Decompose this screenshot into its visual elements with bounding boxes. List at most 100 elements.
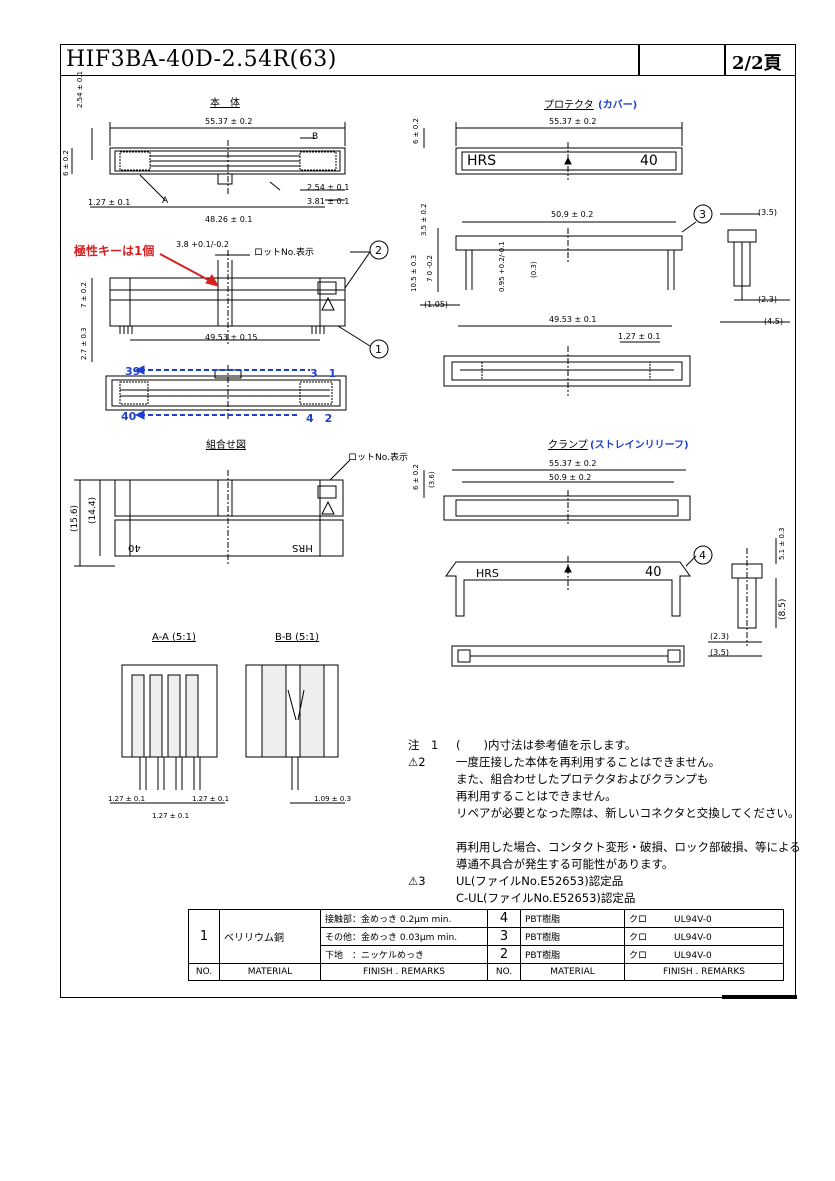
dim-p-6: 6 ± 0.2 xyxy=(412,118,420,144)
header-no: NO. xyxy=(188,963,220,981)
protector-top-view xyxy=(423,122,683,180)
header-no: NO. xyxy=(487,963,521,981)
header-material: MATERIAL xyxy=(520,963,625,981)
section-title-a: A-A (5:1) xyxy=(152,632,196,643)
dim-c-3-6: (3.6) xyxy=(428,471,436,488)
material-cell: PBT樹脂 xyxy=(520,909,625,928)
dim-3-81: 3.81 ± 0.1 xyxy=(307,197,350,206)
dim-14-4: (14.4) xyxy=(88,496,98,524)
part-number-title: HIF3BA-40D-2.54R(63) xyxy=(66,47,337,72)
part-number-cell: 2 xyxy=(487,945,521,964)
material-cell: PBT樹脂 xyxy=(520,927,625,946)
body-front-view xyxy=(91,250,371,362)
dim-c-6: 6 ± 0.2 xyxy=(412,464,420,490)
dim-48-26: 48.26 ± 0.1 xyxy=(205,215,253,224)
finish-cell: クロ UL94V-0 xyxy=(624,927,784,946)
polarity-key-note: 極性キーは1個 xyxy=(74,244,155,258)
view-title-assembly: 組合せ図 xyxy=(206,440,246,451)
dim-s-1-27b: 1.27 ± 0.1 xyxy=(192,795,230,803)
dim-c-2-3: (2.3) xyxy=(710,632,729,641)
lot-number-label: ロットNo.表示 xyxy=(254,248,314,258)
dim-2-54: 2.54 ± 0.1 xyxy=(76,70,84,108)
drawing-frame xyxy=(60,44,796,998)
clamp-bottom-view xyxy=(451,645,685,667)
finish-cell: クロ UL94V-0 xyxy=(624,945,784,964)
dim-2-54b: 2.54 ± 0.1 xyxy=(307,183,350,192)
view-title-body: 本 体 xyxy=(210,98,240,109)
page-number: 2/2頁 xyxy=(732,53,782,74)
view-title-protector: プロテクタ xyxy=(544,100,594,111)
pin-label-40: 40 xyxy=(121,410,137,423)
dim-c-55-37: 55.37 ± 0.2 xyxy=(549,459,597,468)
brand-marking: HRS xyxy=(467,153,497,169)
section-b-view xyxy=(245,664,345,804)
dim-p-1-05: (1.05) xyxy=(424,300,449,309)
brand-marking-assembly: HRS xyxy=(292,542,313,553)
dim-p-55-37: 55.37 ± 0.2 xyxy=(549,117,597,126)
protector-bottom-view xyxy=(443,325,691,396)
dim-c-5-1: 5.1 ± 0.3 xyxy=(778,527,786,560)
part-number-cell: 4 xyxy=(487,909,521,928)
lot-number-label-assembly: ロットNo.表示 xyxy=(348,453,408,463)
clamp-top-view xyxy=(423,469,691,526)
dim-6: 6 ± 0.2 xyxy=(62,150,70,176)
section-mark-a: A xyxy=(162,196,169,206)
pin-label-2: 4 2 xyxy=(306,412,333,425)
dim-p-0-95: 0.95 +0.2/-0.1 xyxy=(498,241,506,292)
dim-p-2-3: (2.3) xyxy=(758,295,777,304)
material-spec-table: 1 ベリリウム銅 接触部：金めっき 0.2μm min. 4 PBT樹脂 クロ … xyxy=(188,909,784,981)
dim-s-1-27a: 1.27 ± 0.1 xyxy=(108,795,146,803)
material-cell: ベリリウム銅 xyxy=(219,909,321,964)
header-divider xyxy=(724,44,726,76)
dim-s-1-09: 1.09 ± 0.3 xyxy=(314,795,352,803)
dim-p-4-5: (4.5) xyxy=(764,317,783,326)
section-mark-b: B xyxy=(312,132,319,142)
title-block: HIF3BA-40D-2.54R(63) 2/2頁 xyxy=(60,44,796,76)
dim-c-8-5: (8.5) xyxy=(778,598,788,620)
header-finish: FINISH . REMARKS xyxy=(624,963,784,981)
brand-marking-clamp: HRS xyxy=(476,567,499,580)
dim-p-10-5: 10.5 ± 0.3 xyxy=(410,254,418,292)
dim-2-7: 2.7 ± 0.3 xyxy=(80,327,88,360)
clamp-note: (ストレインリリーフ) xyxy=(590,440,689,451)
dim-7: 7 ± 0.2 xyxy=(80,282,88,308)
pin-count-marking: 40 xyxy=(640,153,658,169)
dim-1-27: 1.27 ± 0.1 xyxy=(88,198,131,207)
header-finish: FINISH . REMARKS xyxy=(320,963,488,981)
dim-p-7: 7 0 -0.2 xyxy=(426,254,434,282)
material-cell: PBT樹脂 xyxy=(520,945,625,964)
dim-p-50-9: 50.9 ± 0.2 xyxy=(551,210,594,219)
finish-cell: 下地 ：ニッケルめっき xyxy=(320,945,488,964)
balloon-4: 4 xyxy=(699,549,706,562)
header-material: MATERIAL xyxy=(219,963,321,981)
part-number-cell: 3 xyxy=(487,927,521,946)
dim-55-37: 55.37 ± 0.2 xyxy=(205,117,253,126)
table-row: 1 ベリリウム銅 接触部：金めっき 0.2μm min. 4 PBT樹脂 クロ … xyxy=(188,909,784,964)
dim-15-6: (15.6) xyxy=(70,504,80,532)
pin-label-39: 39 xyxy=(125,365,141,378)
dim-p-3-5r: (3.5) xyxy=(758,208,777,217)
balloon-1: 1 xyxy=(375,343,382,356)
header-divider xyxy=(638,44,640,76)
dim-s-1-27c: 1.27 ± 0.1 xyxy=(152,812,190,820)
body-bottom-view xyxy=(105,365,347,420)
body-top-view xyxy=(71,122,346,208)
pin-label-1: 3 1 xyxy=(310,367,337,380)
finish-cell: クロ UL94V-0 xyxy=(624,909,784,928)
dim-p-49-53: 49.53 ± 0.1 xyxy=(549,315,597,324)
protector-front-view xyxy=(420,221,697,306)
dim-c-50-9: 50.9 ± 0.2 xyxy=(549,473,592,482)
dim-3-8: 3.8 +0.1/-0.2 xyxy=(176,240,229,249)
table-header-row: NO. MATERIAL FINISH . REMARKS NO. MATERI… xyxy=(188,963,784,981)
table-row: その他：金めっき 0.03μm min. 3 PBT樹脂 クロ UL94V-0 xyxy=(189,927,784,946)
section-a-view xyxy=(110,664,225,804)
pin-count-marking-assembly: 40 xyxy=(128,542,141,553)
balloon-3: 3 xyxy=(699,208,706,221)
dim-p-0-3: (0.3) xyxy=(530,261,538,278)
part-number-cell: 1 xyxy=(188,909,220,964)
dim-p-3-5: 3.5 ± 0.2 xyxy=(420,203,428,236)
clamp-side-view xyxy=(708,538,777,657)
pin-count-marking-clamp: 40 xyxy=(645,565,662,580)
dim-49-53a: 49.53 ± 0.15 xyxy=(205,333,258,342)
